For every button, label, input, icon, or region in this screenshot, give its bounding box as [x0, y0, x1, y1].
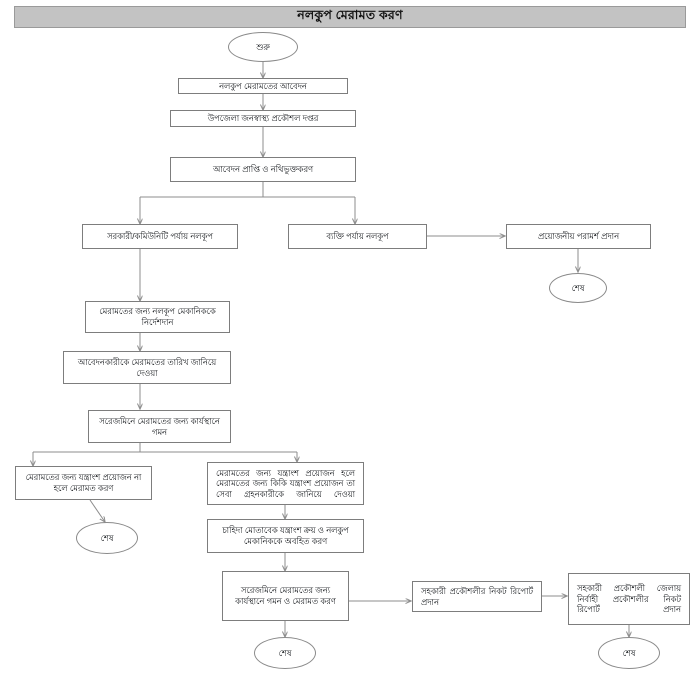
- node-visit-and-repair-label: সরেজমিনে মেরামতের জন্য কার্যস্থানে গমন ও…: [235, 585, 336, 606]
- node-advice-label: প্রয়োজনীয় পরামর্শ প্রদান: [537, 231, 620, 242]
- node-report-to-xen-label: সহকারী প্রকৌশলী জেলায় নির্বাহী প্রকৌশলী…: [577, 583, 681, 615]
- chart-header-bar: নলকুপ মেরামত করণ: [14, 6, 686, 28]
- node-report-to-ae-label: সহকারী প্রকৌশলীর নিকট রিপোর্ট প্রদান: [421, 585, 533, 607]
- node-office[interactable]: উপজেলা জনস্বাস্থ্য প্রকৌশল দপ্তর: [170, 110, 356, 127]
- node-purchase-parts[interactable]: চাহিদা মোতাবেক যন্ত্রাংশ ক্রয় ও নলকুপ ম…: [207, 519, 364, 553]
- node-end-repair-label: শেষ: [278, 647, 292, 658]
- node-private-tubewell[interactable]: ব্যক্তি পর্যায় নলকূপ: [288, 224, 427, 249]
- node-receive-register-label: আবেদন প্রাপ্তি ও নথিভুক্তকরণ: [212, 164, 314, 175]
- node-visit-and-repair[interactable]: সরেজমিনে মেরামতের জন্য কার্যস্থানে গমন ও…: [222, 571, 349, 621]
- node-visit-site[interactable]: সরেজমিনে মেরামতের জন্য কার্যস্থানে গমন: [88, 410, 231, 443]
- node-no-parts-repair-label: মেরামতের জন্য যন্ত্রাংশ প্রয়োজন না হলে …: [25, 472, 142, 493]
- page-title: নলকুপ মেরামত করণ: [297, 8, 403, 22]
- node-govt-community-tubewell[interactable]: সরকারী/কমিউনিটি পর্যায় নলকূপ: [82, 224, 238, 249]
- node-inform-applicant-date[interactable]: আবেদনকারীকে মেরামতের তারিখ জানিয়ে দেওয়…: [63, 351, 231, 384]
- node-end-report[interactable]: শেষ: [598, 637, 660, 669]
- node-end-repair[interactable]: শেষ: [254, 637, 316, 669]
- node-start-label: শুরু: [256, 41, 270, 52]
- node-application[interactable]: নলকুপ মেরামতের আবেদন: [178, 78, 348, 94]
- node-parts-needed-inform-label: মেরামতের জন্য যন্ত্রাংশ প্রয়োজন হলে মের…: [216, 467, 355, 499]
- node-private-tubewell-label: ব্যক্তি পর্যায় নলকূপ: [326, 231, 389, 242]
- node-parts-needed-inform[interactable]: মেরামতের জন্য যন্ত্রাংশ প্রয়োজন হলে মের…: [207, 462, 364, 505]
- node-advice[interactable]: প্রয়োজনীয় পরামর্শ প্রদান: [506, 224, 651, 249]
- node-receive-register[interactable]: আবেদন প্রাপ্তি ও নথিভুক্তকরণ: [170, 157, 356, 182]
- node-instruct-mechanic[interactable]: মেরামতের জন্য নলকূপ মেকানিককে নির্দেশদান: [85, 301, 230, 333]
- node-end-advice-label: শেষ: [571, 282, 585, 293]
- node-report-to-xen[interactable]: সহকারী প্রকৌশলী জেলায় নির্বাহী প্রকৌশলী…: [568, 573, 690, 625]
- node-visit-site-label: সরেজমিনে মেরামতের জন্য কার্যস্থানে গমন: [99, 415, 220, 437]
- node-application-label: নলকুপ মেরামতের আবেদন: [219, 80, 307, 91]
- node-start[interactable]: শুরু: [228, 32, 298, 62]
- node-office-label: উপজেলা জনস্বাস্থ্য প্রকৌশল দপ্তর: [207, 113, 319, 124]
- node-end-no-parts[interactable]: শেষ: [76, 522, 138, 554]
- node-govt-community-tubewell-label: সরকারী/কমিউনিটি পর্যায় নলকূপ: [107, 231, 213, 242]
- node-instruct-mechanic-label: মেরামতের জন্য নলকূপ মেকানিককে নির্দেশদান: [99, 306, 216, 327]
- node-end-report-label: শেষ: [622, 647, 636, 658]
- node-report-to-ae[interactable]: সহকারী প্রকৌশলীর নিকট রিপোর্ট প্রদান: [412, 581, 542, 612]
- node-inform-applicant-date-label: আবেদনকারীকে মেরামতের তারিখ জানিয়ে দেওয়…: [77, 356, 217, 378]
- node-no-parts-repair[interactable]: মেরামতের জন্য যন্ত্রাংশ প্রয়োজন না হলে …: [15, 466, 152, 500]
- node-purchase-parts-label: চাহিদা মোতাবেক যন্ত্রাংশ ক্রয় ও নলকুপ ম…: [222, 525, 349, 546]
- node-end-no-parts-label: শেষ: [100, 532, 114, 543]
- node-end-advice[interactable]: শেষ: [549, 273, 607, 303]
